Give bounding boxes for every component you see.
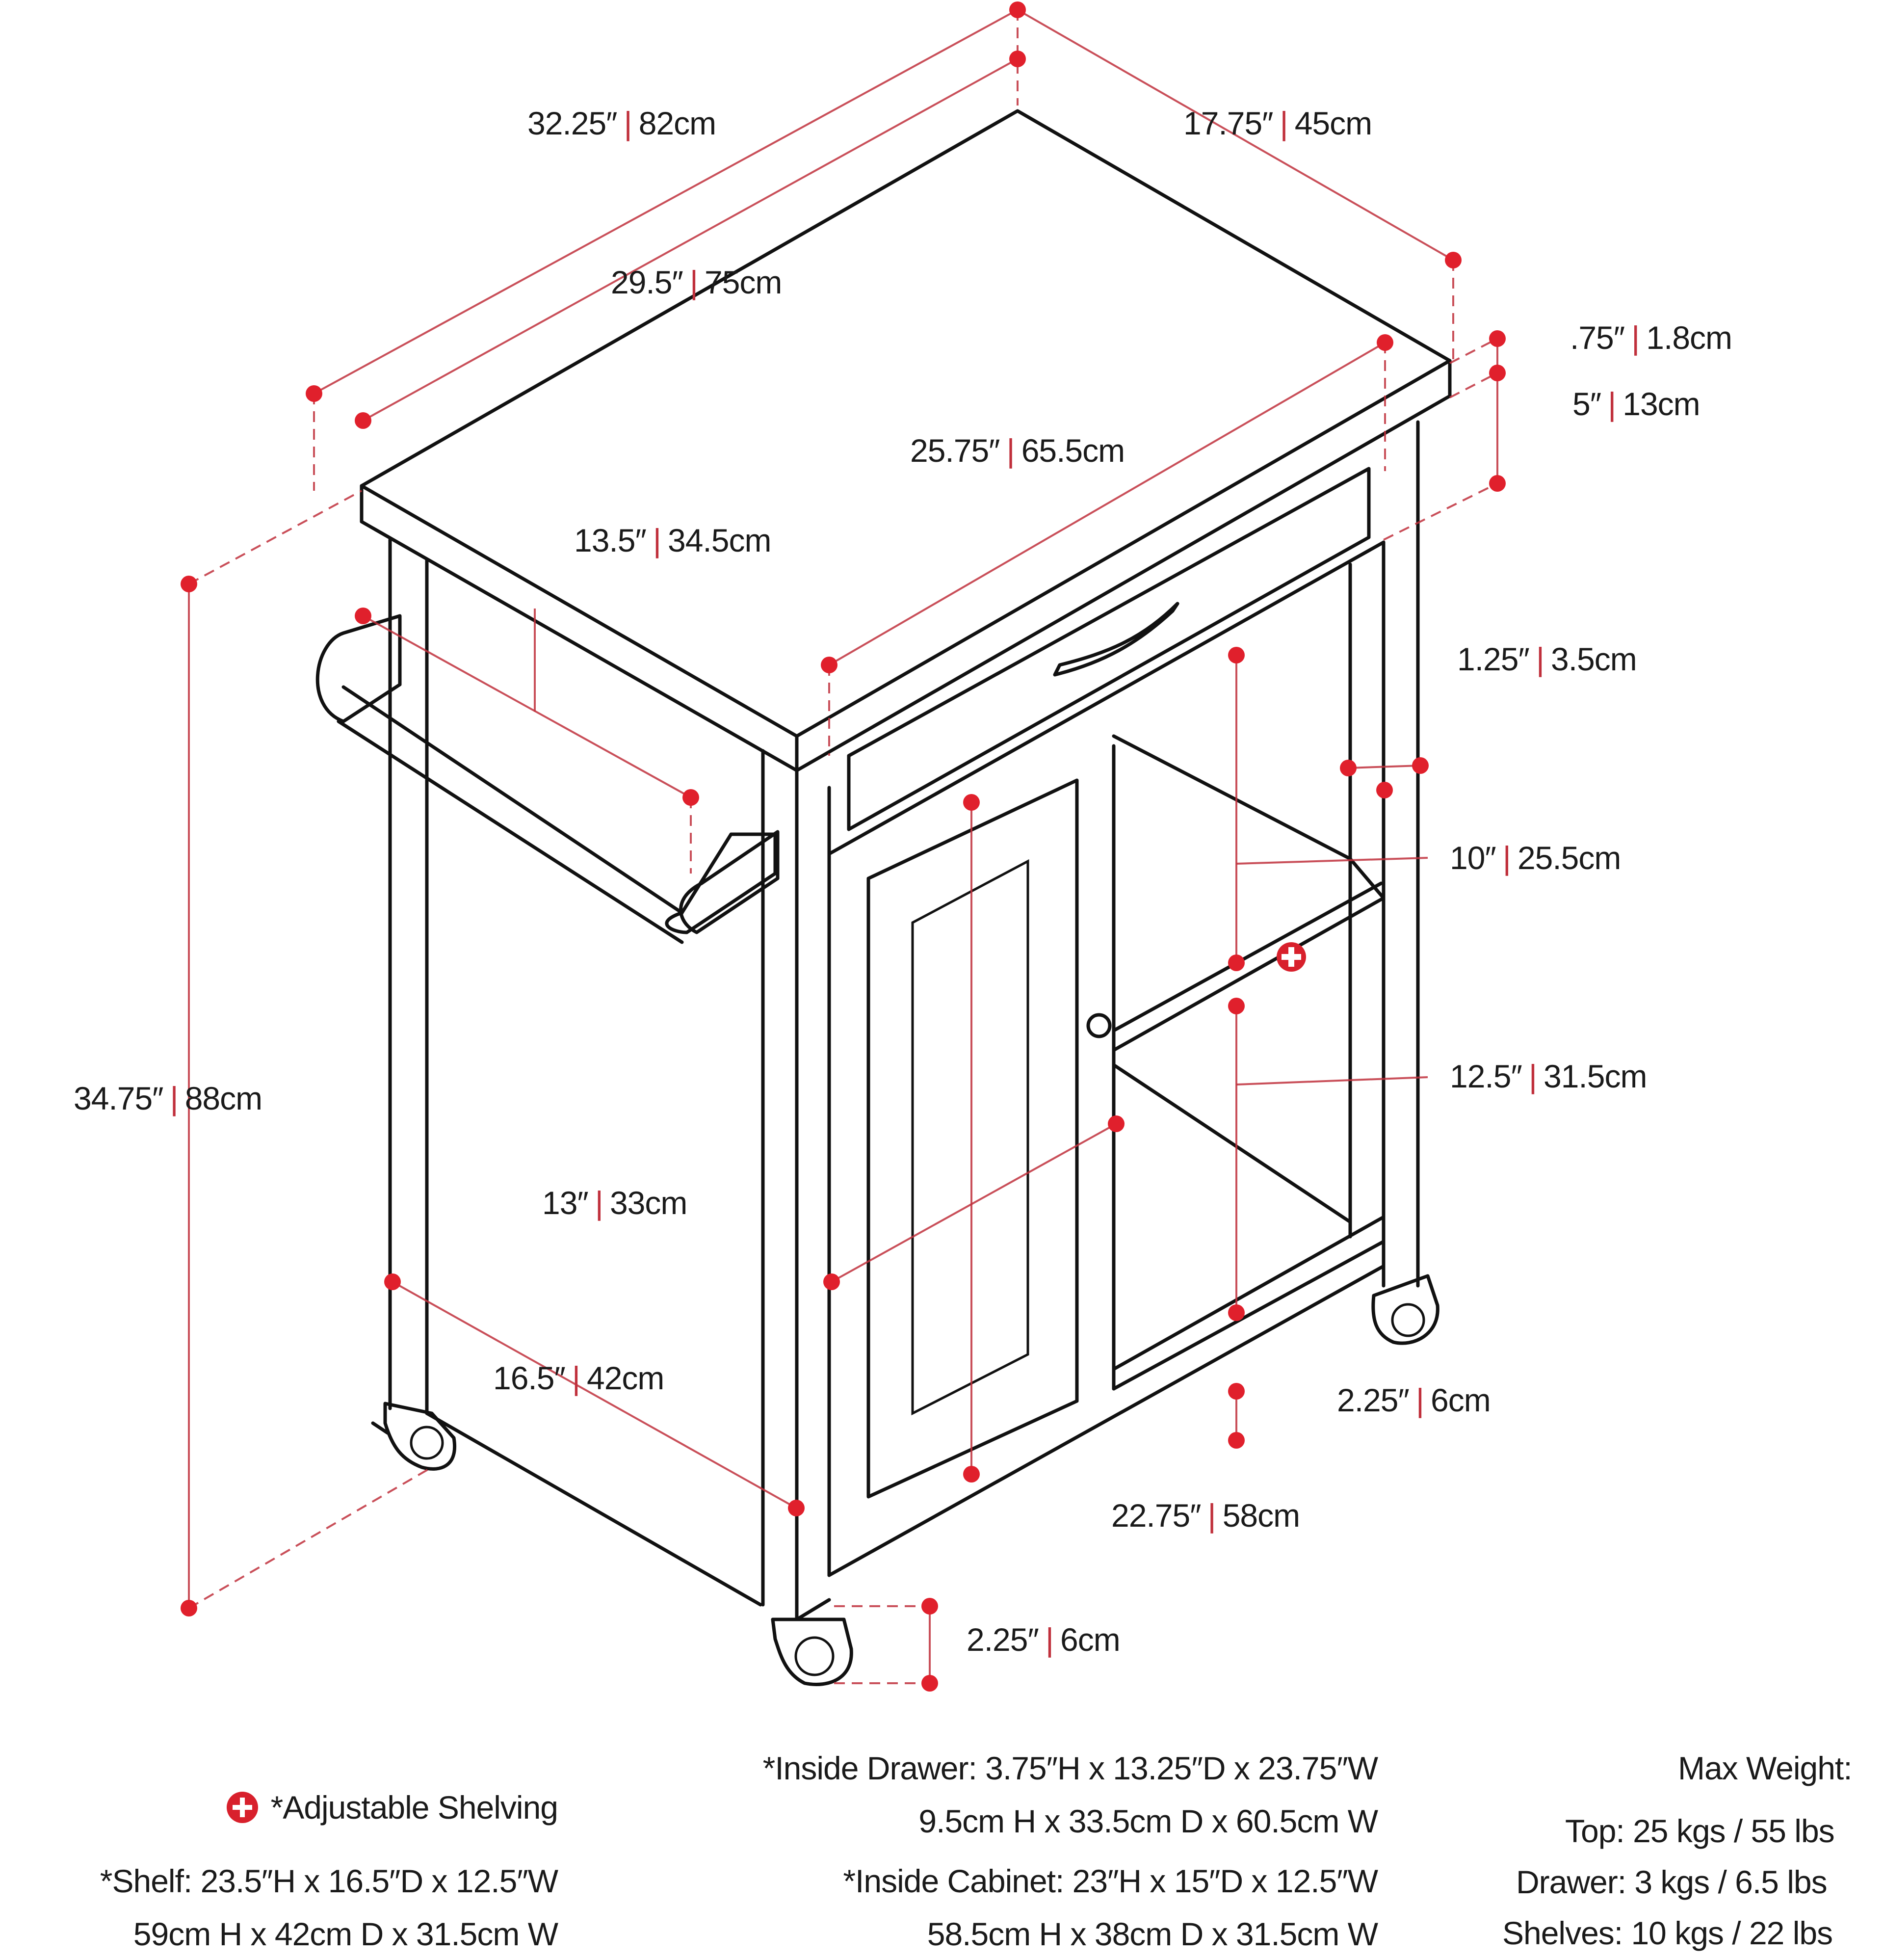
dimension-endpoints (181, 1, 1506, 1692)
cart-outline (315, 109, 1452, 1686)
dim-side-depth: 16.5″|42cm (493, 1360, 664, 1396)
max-weight-top: Top: 25 kgs / 55 lbs (1565, 1813, 1835, 1849)
plus-circle-icon (226, 1791, 258, 1823)
max-weight-shelves: Shelves: 10 kgs / 22 lbs (1502, 1915, 1833, 1951)
dim-overall-depth: 17.75″|45cm (1183, 105, 1372, 141)
dimension-lines (188, 9, 1498, 1684)
dim-caster-height: 2.25″|6cm (967, 1621, 1121, 1658)
caster-front-left (771, 1617, 853, 1686)
max-weight-drawer: Drawer: 3 kgs / 6.5 lbs (1516, 1864, 1828, 1900)
dim-top-width: 29.5″|75cm (611, 264, 782, 300)
caster-back-left (371, 1402, 456, 1471)
adjustable-shelf-marker-icon (1277, 942, 1306, 972)
dim-drawer-height: 5″|13cm (1572, 386, 1701, 422)
inside-drawer-note: *Inside Drawer: 3.75″H x 13.25″D x 23.75… (762, 1750, 1378, 1839)
dim-bottom-clearance: 2.25″|6cm (1337, 1382, 1491, 1418)
max-weight-note: Max Weight: Top: 25 kgs / 55 lbs Drawer:… (1502, 1750, 1884, 1949)
dim-cabinet-height: 22.75″|58cm (1111, 1497, 1300, 1534)
dim-upper-shelf-height: 10″|25.5cm (1450, 840, 1621, 876)
dim-towel-bar-length: 13.5″|34.5cm (574, 522, 771, 558)
inside-cabinet-note: *Inside Cabinet: 23″H x 15″D x 12.5″W 58… (843, 1863, 1378, 1952)
caster-front-right (1371, 1274, 1439, 1345)
dim-overall-height: 34.75″|88cm (74, 1080, 262, 1116)
max-weight-title: Max Weight: (1678, 1750, 1853, 1786)
dim-cabinet-width: 13″|33cm (542, 1185, 687, 1221)
dim-lower-shelf-height: 12.5″|31.5cm (1450, 1058, 1647, 1094)
dim-overall-width: 32.25″|82cm (527, 105, 716, 141)
shelf-dimensions-note: *Shelf: 23.5″H x 16.5″D x 12.5″W 59cm H … (100, 1863, 558, 1952)
dim-top-depth: 25.75″|65.5cm (910, 432, 1125, 469)
adjustable-shelving-legend: *Adjustable Shelving (226, 1791, 558, 1826)
dim-top-thickness: .75″|1.8cm (1570, 319, 1732, 356)
dim-leg-width: 1.25″|3.5cm (1457, 641, 1637, 677)
